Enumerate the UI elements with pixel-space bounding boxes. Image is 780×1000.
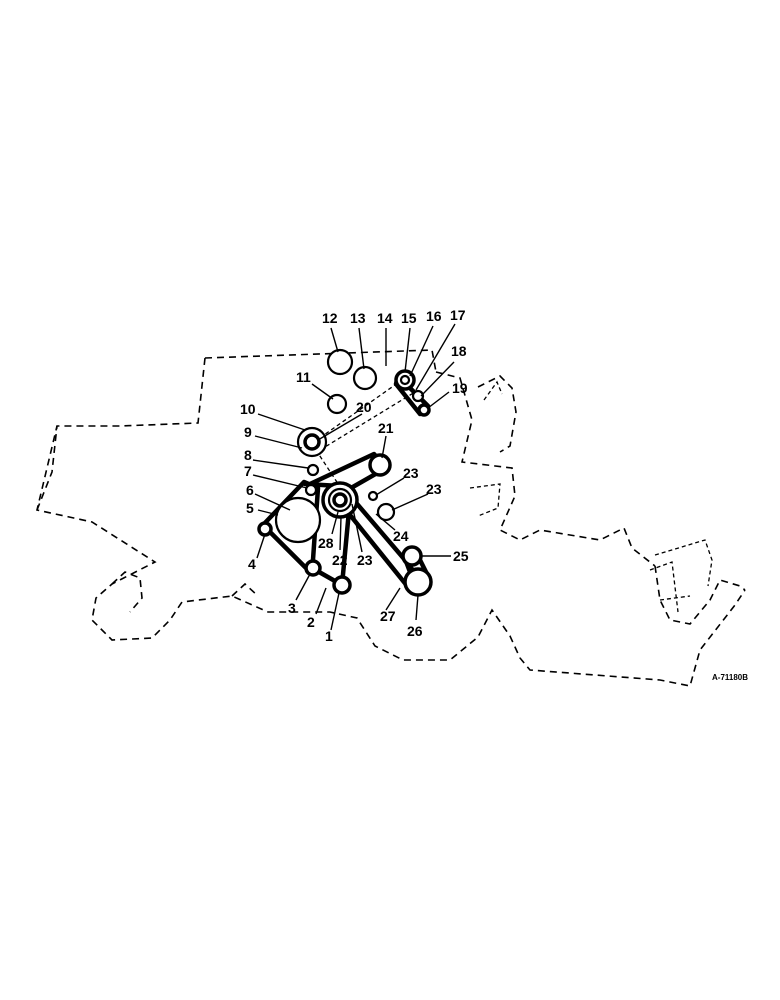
callout-23c: 23 bbox=[357, 552, 373, 568]
callout-9: 9 bbox=[244, 424, 252, 440]
leader-lines bbox=[252, 323, 456, 631]
pulley-5 bbox=[274, 496, 322, 544]
callout-27: 27 bbox=[380, 608, 396, 624]
callout-15: 15 bbox=[401, 310, 417, 326]
callout-22: 22 bbox=[332, 552, 348, 568]
pulley-22-inner bbox=[332, 492, 348, 508]
pulley-15-inner bbox=[399, 374, 411, 386]
callout-labels: 12 13 14 15 16 17 18 19 11 10 20 9 21 8 … bbox=[240, 307, 469, 644]
callout-7: 7 bbox=[244, 463, 252, 479]
callout-10: 10 bbox=[240, 401, 256, 417]
pulley-3 bbox=[304, 559, 322, 577]
pulley-13 bbox=[352, 365, 378, 391]
callout-17: 17 bbox=[450, 307, 466, 323]
callout-14: 14 bbox=[377, 310, 393, 326]
pulley-23-small bbox=[367, 490, 379, 502]
callout-23b: 23 bbox=[426, 481, 442, 497]
pulley-1 bbox=[332, 575, 352, 595]
callout-12: 12 bbox=[322, 310, 338, 326]
callout-4: 4 bbox=[248, 556, 256, 572]
callout-25: 25 bbox=[453, 548, 469, 564]
callout-5: 5 bbox=[246, 500, 254, 516]
callout-3: 3 bbox=[288, 600, 296, 616]
pulley-19 bbox=[417, 403, 431, 417]
callout-18: 18 bbox=[451, 343, 467, 359]
pulley-25 bbox=[401, 545, 423, 567]
callout-20: 20 bbox=[356, 399, 372, 415]
callout-19: 19 bbox=[452, 380, 468, 396]
pulley-7 bbox=[304, 483, 318, 497]
callout-26: 26 bbox=[407, 623, 423, 639]
pulley-21 bbox=[368, 453, 392, 477]
pulley-4 bbox=[257, 521, 273, 537]
callout-13: 13 bbox=[350, 310, 366, 326]
pulley-8 bbox=[306, 463, 320, 477]
callout-8: 8 bbox=[244, 447, 252, 463]
callout-24: 24 bbox=[393, 528, 409, 544]
reference-number: A-71180B bbox=[712, 673, 748, 682]
callout-28: 28 bbox=[318, 535, 334, 551]
pulleys bbox=[257, 348, 433, 597]
callout-6: 6 bbox=[246, 482, 254, 498]
pulley-9-inner bbox=[303, 433, 321, 451]
callout-16: 16 bbox=[426, 308, 442, 324]
callout-2: 2 bbox=[307, 614, 315, 630]
pulley-18 bbox=[411, 389, 425, 403]
callout-21: 21 bbox=[378, 420, 394, 436]
callout-23a: 23 bbox=[403, 465, 419, 481]
pulley-23-right bbox=[376, 502, 396, 522]
pulley-26 bbox=[403, 567, 433, 597]
callout-1: 1 bbox=[325, 628, 333, 644]
callout-11: 11 bbox=[296, 369, 311, 385]
pulley-12 bbox=[326, 348, 354, 376]
combine-outline bbox=[36, 349, 746, 687]
